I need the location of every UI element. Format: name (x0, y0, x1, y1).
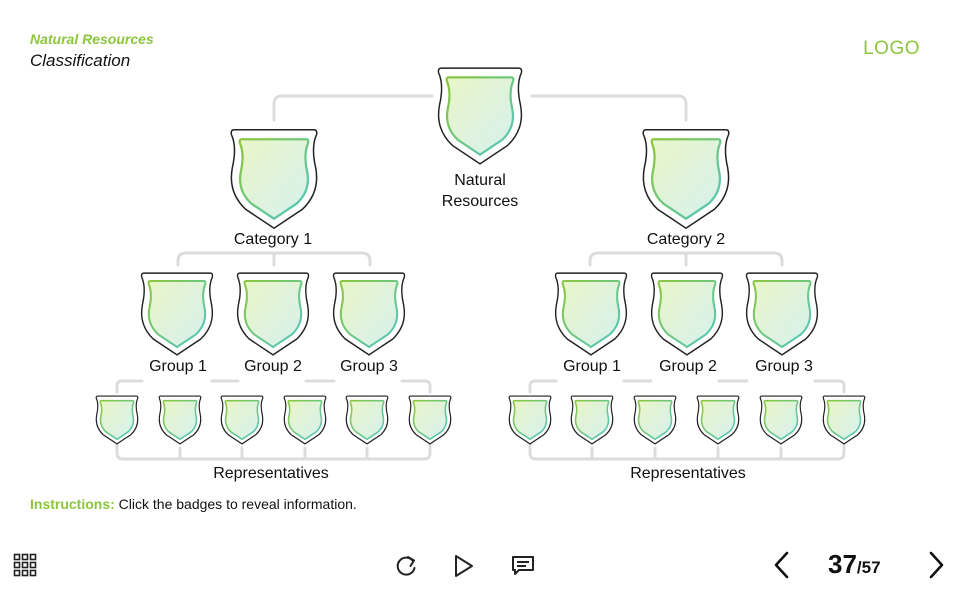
badge-cat1-group-3[interactable] (329, 270, 409, 358)
logo: LOGO (863, 38, 920, 59)
cat1-group-1-label: Group 1 (149, 358, 207, 375)
chevron-left-icon[interactable] (772, 550, 792, 580)
notes-icon[interactable] (511, 555, 535, 577)
cat1-group-2-label: Group 2 (244, 358, 302, 375)
badge-natural-resources[interactable] (434, 64, 526, 168)
badge-cat1-rep-2[interactable] (157, 394, 203, 446)
instructions-text: Click the badges to reveal information. (118, 496, 357, 512)
cat1-representatives-label: Representatives (213, 465, 329, 482)
badge-cat1-rep-6[interactable] (407, 394, 453, 446)
instructions: Instructions: Click the badges to reveal… (30, 496, 357, 512)
cat2-representatives-label: Representatives (630, 465, 746, 482)
category-2-label: Category 2 (646, 231, 726, 248)
badge-cat2-rep-1[interactable] (507, 394, 553, 446)
cat2-group-2-label: Group 2 (659, 358, 717, 375)
cat2-group-3-label: Group 3 (755, 358, 813, 375)
badge-cat2-group-1[interactable] (551, 270, 631, 358)
chevron-right-icon[interactable] (926, 550, 946, 580)
badge-cat2-rep-2[interactable] (569, 394, 615, 446)
badge-cat2-rep-4[interactable] (695, 394, 741, 446)
grid-menu-icon[interactable] (13, 553, 37, 577)
root-label: Natural Resources (442, 170, 518, 212)
badge-cat1-group-1[interactable] (137, 270, 217, 358)
instructions-key: Instructions: (30, 496, 115, 512)
badge-cat1-group-2[interactable] (233, 270, 313, 358)
root-label-text: Natural Resources (441, 172, 519, 210)
badge-cat2-group-2[interactable] (647, 270, 727, 358)
badge-cat1-rep-3[interactable] (219, 394, 265, 446)
badge-category-1[interactable] (226, 126, 322, 232)
badge-cat1-rep-4[interactable] (282, 394, 328, 446)
badge-cat1-rep-1[interactable] (94, 394, 140, 446)
badge-cat2-rep-6[interactable] (821, 394, 867, 446)
category-1-label: Category 1 (233, 231, 313, 248)
badge-cat2-rep-3[interactable] (632, 394, 678, 446)
page-current: 37 (828, 549, 857, 579)
cat2-group-1-label: Group 1 (563, 358, 621, 375)
slide-title: Classification (30, 51, 131, 70)
badge-cat1-rep-5[interactable] (344, 394, 390, 446)
course-subtitle: Natural Resources (30, 31, 154, 47)
page-counter: 37/57 (828, 549, 881, 580)
play-icon[interactable] (453, 554, 475, 578)
replay-icon[interactable] (394, 553, 418, 579)
badge-cat2-group-3[interactable] (742, 270, 822, 358)
badge-category-2[interactable] (638, 126, 734, 232)
page-total: /57 (856, 558, 881, 577)
cat1-group-3-label: Group 3 (340, 358, 398, 375)
badge-cat2-rep-5[interactable] (758, 394, 804, 446)
